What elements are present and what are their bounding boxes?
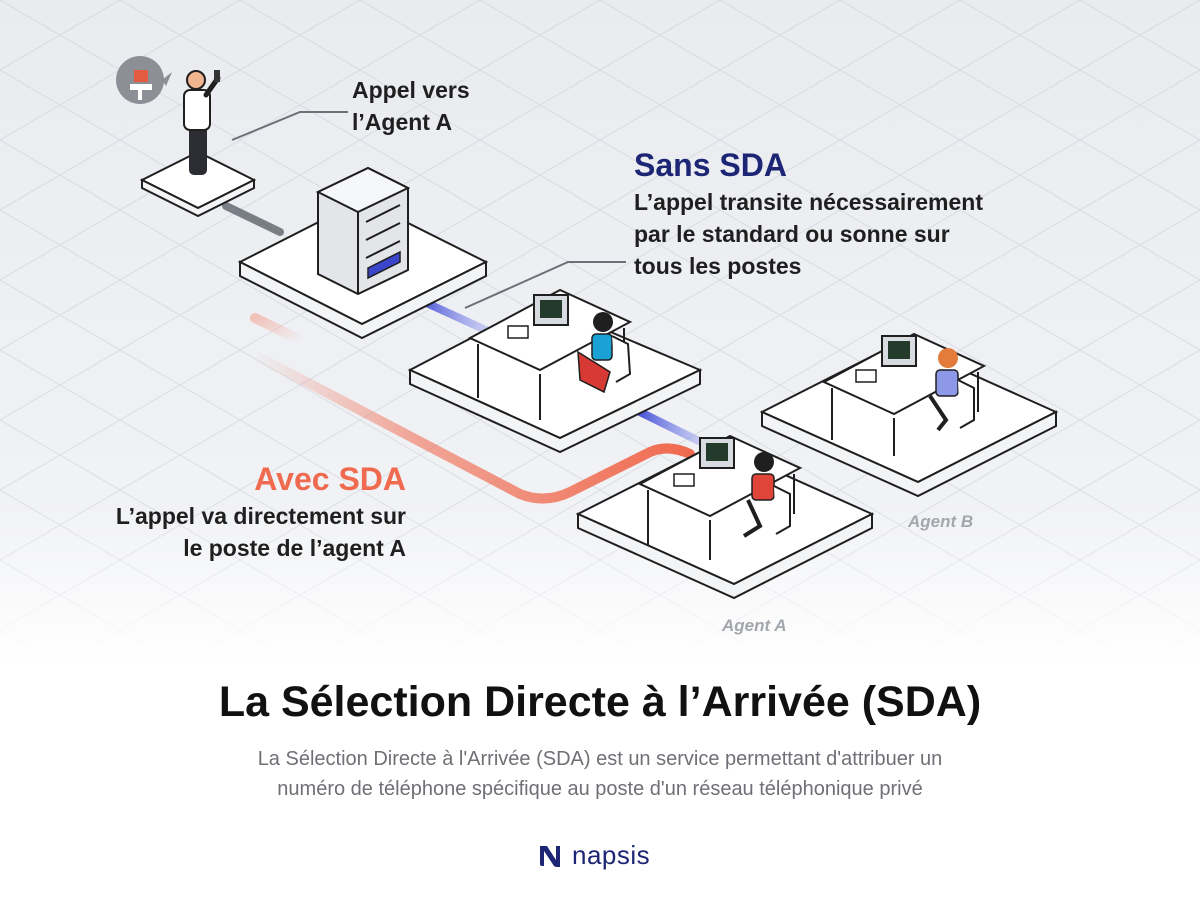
- caller-callout-line2: l’Agent A: [352, 106, 470, 138]
- sans-sda-line3: tous les postes: [634, 250, 983, 282]
- sans-sda-headline: Sans SDA: [634, 146, 983, 184]
- brand-name: napsis: [572, 840, 650, 871]
- brand: napsis: [538, 840, 650, 870]
- agent-a-label: Agent A: [722, 616, 787, 636]
- caller-callout-line1: Appel vers: [352, 74, 470, 106]
- sans-sda-line2: par le standard ou sonne sur: [634, 218, 983, 250]
- subtitle-line1: La Sélection Directe à l'Arrivée (SDA) e…: [0, 744, 1200, 774]
- avec-sda-callout: Avec SDA L’appel va directement sur le p…: [116, 460, 406, 564]
- subtitle-line2: numéro de téléphone spécifique au poste …: [0, 774, 1200, 804]
- sans-sda-line1: L’appel transite nécessairement: [634, 186, 983, 218]
- sans-sda-callout: Sans SDA L’appel transite nécessairement…: [634, 146, 983, 282]
- avec-sda-headline: Avec SDA: [116, 460, 406, 498]
- page-subtitle: La Sélection Directe à l'Arrivée (SDA) e…: [0, 744, 1200, 804]
- agent-b-label: Agent B: [908, 512, 973, 532]
- page-title: La Sélection Directe à l’Arrivée (SDA): [0, 676, 1200, 728]
- avec-sda-line2: le poste de l’agent A: [116, 532, 406, 564]
- avec-sda-line1: L’appel va directement sur: [116, 500, 406, 532]
- caller-callout: Appel vers l’Agent A: [352, 74, 470, 138]
